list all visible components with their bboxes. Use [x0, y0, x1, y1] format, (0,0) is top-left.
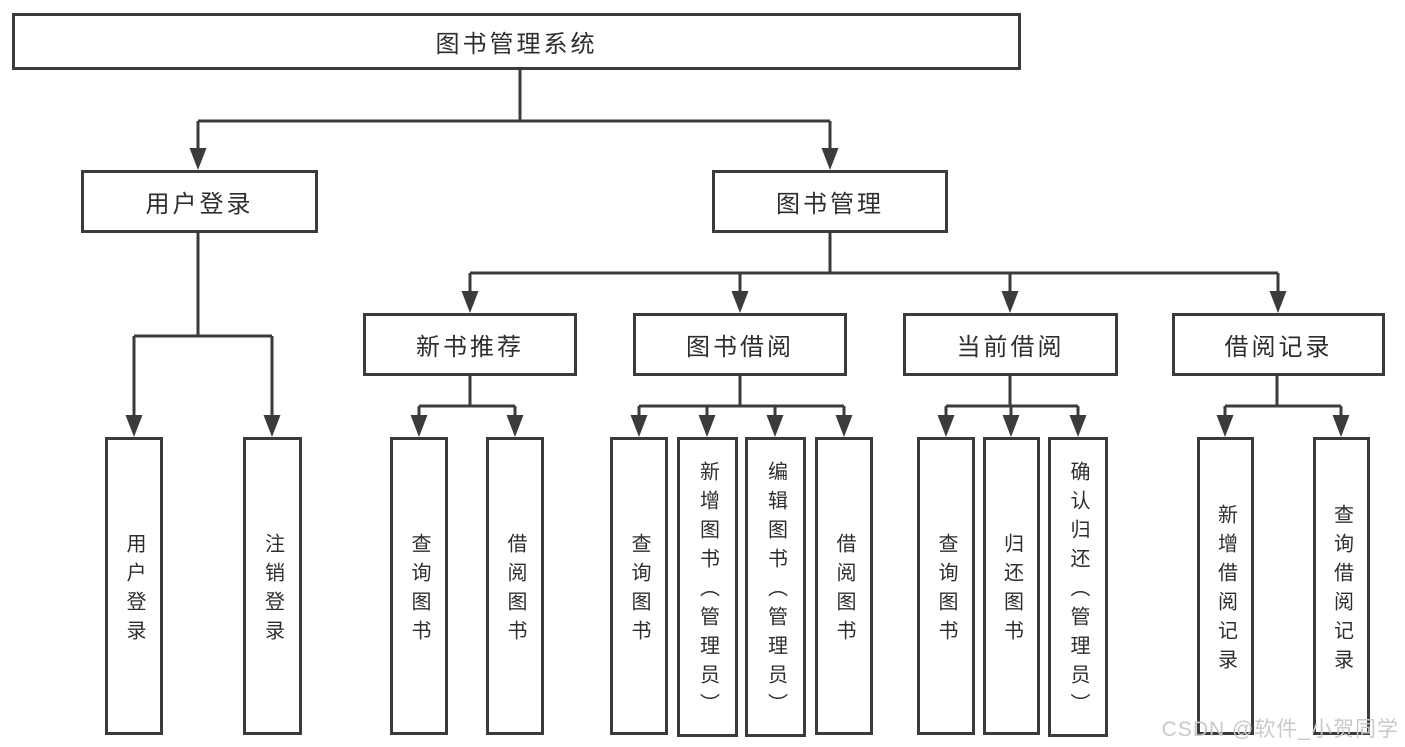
- leaf-confirm-return-admin: 确认归还（管理员）: [1048, 437, 1108, 737]
- leaf-add-borrow-record: 新增借阅记录: [1197, 437, 1254, 735]
- leaf-query-books-current: 查询图书: [917, 437, 975, 735]
- leaf-user-login: 用户登录: [105, 437, 163, 735]
- leaf-borrow-books-borrowing: 借阅图书: [815, 437, 873, 735]
- node-current-borrowing: 当前借阅: [903, 313, 1118, 376]
- leaf-edit-book-admin: 编辑图书（管理员）: [745, 437, 806, 737]
- node-book-borrowing: 图书借阅: [633, 313, 847, 376]
- leaf-query-books-borrowing: 查询图书: [610, 437, 668, 735]
- node-root: 图书管理系统: [12, 13, 1021, 70]
- node-user-login: 用户登录: [81, 170, 318, 233]
- watermark: CSDN @软件_小贺同学: [1161, 718, 1399, 741]
- leaf-logout: 注销登录: [243, 437, 302, 735]
- leaf-add-book-admin: 新增图书（管理员）: [677, 437, 738, 737]
- node-book-management: 图书管理: [712, 170, 948, 233]
- leaf-borrow-books-recommend: 借阅图书: [486, 437, 544, 735]
- leaf-query-borrow-record: 查询借阅记录: [1313, 437, 1370, 735]
- leaf-query-books-recommend: 查询图书: [390, 437, 448, 735]
- leaf-return-books: 归还图书: [983, 437, 1040, 735]
- node-borrowing-records: 借阅记录: [1172, 313, 1385, 376]
- node-new-book-recommend: 新书推荐: [363, 313, 577, 376]
